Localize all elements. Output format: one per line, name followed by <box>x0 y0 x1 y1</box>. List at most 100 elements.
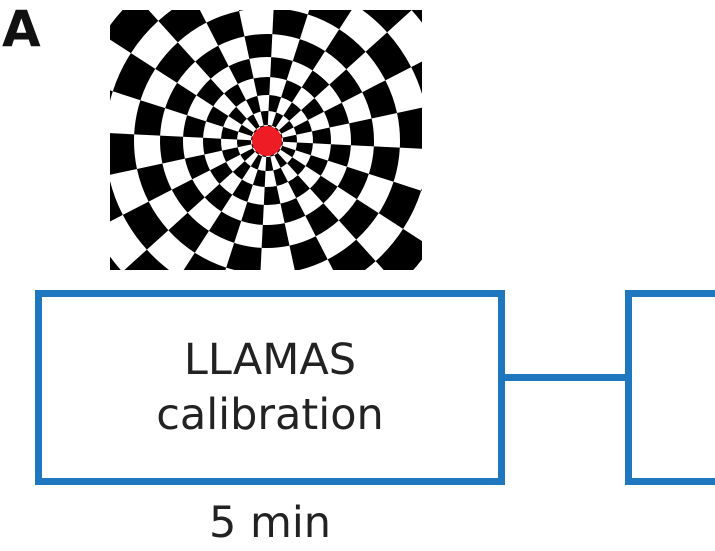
checker-segment <box>375 228 422 270</box>
llamas-calibration-box: LLAMAS calibration <box>35 290 505 485</box>
checkerboard-dartboard-icon <box>110 10 422 270</box>
checker-segment <box>301 70 330 99</box>
checker-segment <box>195 45 229 79</box>
checker-segment <box>365 32 412 81</box>
checker-segment <box>241 201 264 225</box>
checker-segment <box>274 152 288 168</box>
panel-label: A <box>2 0 41 58</box>
checker-segment <box>295 142 313 156</box>
checker-segment <box>327 239 376 270</box>
checker-segment <box>263 185 281 205</box>
checker-segment <box>206 10 245 46</box>
checker-segment <box>250 154 263 170</box>
checker-segment <box>273 167 288 186</box>
checker-segment <box>168 212 209 253</box>
checker-segment <box>210 161 233 184</box>
checker-segment <box>289 236 328 270</box>
checker-segment <box>183 252 227 270</box>
checkerboard-pattern <box>110 10 422 270</box>
next-step-box <box>625 290 715 485</box>
checker-segment <box>240 148 256 162</box>
checker-segment <box>287 157 306 176</box>
checker-segment <box>110 180 123 222</box>
connector-line <box>505 374 625 381</box>
checker-segment <box>411 61 422 95</box>
checker-segment <box>368 146 400 182</box>
checker-segment <box>282 134 297 143</box>
checker-segment <box>397 107 422 149</box>
checker-segment <box>378 181 422 229</box>
checker-segment <box>327 144 351 167</box>
checker-segment <box>281 80 302 103</box>
checker-segment <box>323 102 350 128</box>
checker-segment <box>305 203 339 237</box>
checker-segment <box>309 175 338 204</box>
checker-segment <box>244 34 273 59</box>
checker-segment <box>232 161 251 180</box>
checker-segment <box>237 139 252 148</box>
checker-segment <box>338 199 379 240</box>
checker-segment <box>228 106 247 125</box>
checker-segment <box>232 179 253 202</box>
checker-segment <box>112 53 156 101</box>
checker-segment <box>311 127 331 145</box>
checker-segment <box>208 211 242 243</box>
checker-segment <box>307 10 352 30</box>
checker-segment <box>203 137 223 155</box>
checker-segment <box>362 10 412 33</box>
checker-segment <box>110 10 159 54</box>
checker-segment <box>265 156 274 171</box>
checker-segment <box>272 10 308 40</box>
checker-segment <box>124 249 170 270</box>
checker-segment <box>238 124 254 137</box>
checker-segment <box>280 197 306 224</box>
checker-segment <box>246 114 260 130</box>
checker-segment <box>271 112 284 128</box>
step-title-line2: calibration <box>156 389 384 440</box>
checker-segment <box>238 10 245 11</box>
checker-segment <box>171 179 205 213</box>
checker-segment <box>246 96 261 115</box>
checker-segment <box>110 256 121 270</box>
checker-segment <box>278 120 294 134</box>
checker-segment <box>283 102 302 121</box>
checker-segment <box>260 111 269 126</box>
checker-segment <box>221 126 239 140</box>
checker-segment <box>110 90 113 102</box>
checker-segment <box>165 82 197 116</box>
checker-segment <box>228 58 254 85</box>
checker-segment <box>280 145 296 158</box>
checker-segment <box>305 155 328 176</box>
checker-segment <box>204 183 233 212</box>
step-title-line1: LLAMAS <box>183 334 357 385</box>
checker-segment <box>252 169 266 187</box>
checker-segment <box>184 154 211 180</box>
checker-segment <box>268 95 282 113</box>
step-duration: 5 min <box>208 498 332 548</box>
checker-segment <box>122 201 169 250</box>
checker-segment <box>270 57 293 81</box>
checker-segment <box>196 78 225 107</box>
checker-segment <box>421 187 422 191</box>
checker-segment <box>206 106 229 127</box>
checker-segment <box>325 29 366 70</box>
checker-segment <box>183 115 207 138</box>
checker-segment <box>158 10 207 43</box>
checker-segment <box>292 39 326 71</box>
checker-segment <box>362 80 398 119</box>
checker-segment <box>349 118 374 147</box>
checker-segment <box>287 175 310 198</box>
checker-segment <box>329 69 363 103</box>
checker-segment <box>253 77 271 97</box>
checker-segment <box>134 100 166 136</box>
checker-segment <box>160 135 185 164</box>
checker-segment <box>293 120 312 135</box>
checker-segment <box>301 98 324 121</box>
checker-segment <box>261 223 290 248</box>
checker-segment <box>224 84 247 107</box>
checker-segment <box>110 133 137 175</box>
checker-segment <box>136 163 172 202</box>
checker-segment <box>222 147 241 162</box>
checker-segment <box>155 42 196 83</box>
checker-segment <box>226 242 262 270</box>
